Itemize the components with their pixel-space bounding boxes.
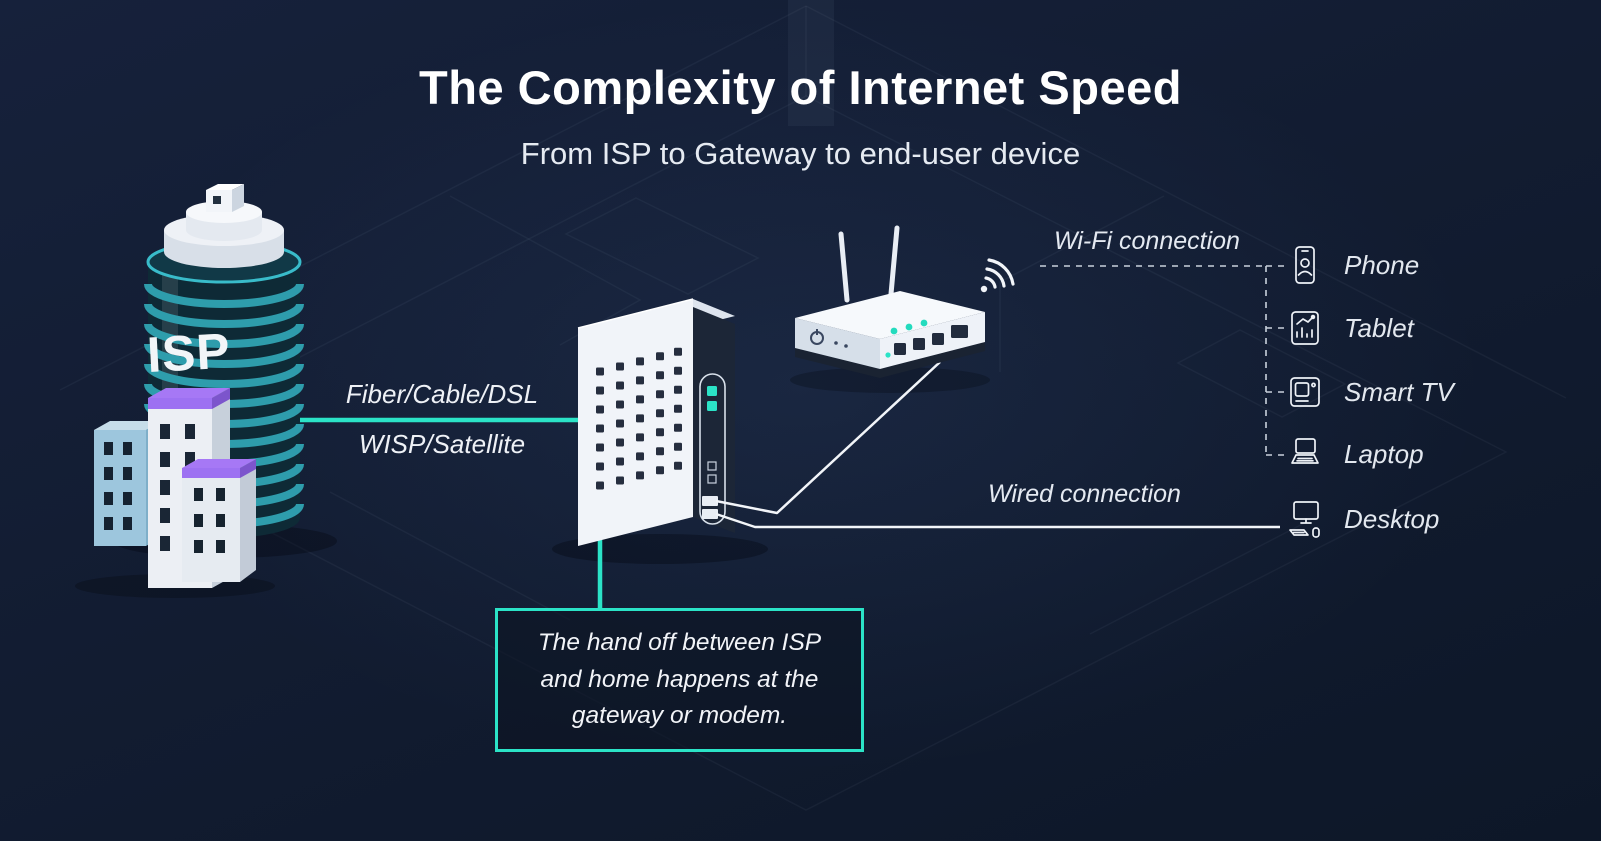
smart-tv-icon bbox=[1290, 377, 1320, 407]
doorway-glow bbox=[788, 0, 834, 126]
gateway-callout-text: The hand off between ISP and home happen… bbox=[537, 628, 822, 730]
power-icon bbox=[810, 329, 824, 345]
isp-building: ISP bbox=[94, 184, 304, 588]
city-buildings bbox=[94, 388, 256, 588]
router-ports bbox=[894, 325, 968, 355]
router-antennas bbox=[838, 225, 900, 303]
wifi-router bbox=[795, 225, 985, 378]
device-label: Phone bbox=[1344, 249, 1420, 280]
device-label: Desktop bbox=[1344, 503, 1440, 534]
phone-icon bbox=[1295, 246, 1315, 284]
device-row-laptop: Laptop bbox=[1283, 432, 1424, 476]
wifi-signal-icon bbox=[980, 258, 1015, 293]
page-title: The Complexity of Internet Speed bbox=[419, 61, 1182, 114]
isp-label: ISP bbox=[146, 323, 232, 383]
desktop-icon bbox=[1289, 501, 1320, 538]
wifi-connection-line bbox=[1040, 265, 1286, 456]
device-label: Laptop bbox=[1344, 438, 1424, 469]
uplink-label-wisp: WISP/Satellite bbox=[358, 429, 526, 459]
device-row-smart-tv: Smart TV bbox=[1283, 370, 1454, 414]
tablet-icon bbox=[1291, 311, 1319, 345]
device-label: Smart TV bbox=[1344, 376, 1454, 407]
wired-connection-label: Wired connection bbox=[988, 480, 1181, 508]
wired-connection-line bbox=[715, 512, 1280, 529]
floorplan-backdrop bbox=[59, 5, 1567, 811]
laptop-icon bbox=[1291, 438, 1319, 464]
device-label: Tablet bbox=[1344, 312, 1414, 343]
device-row-desktop: Desktop bbox=[1283, 497, 1439, 541]
device-row-tablet: Tablet bbox=[1283, 306, 1414, 350]
wifi-connection-label: Wi-Fi connection bbox=[1054, 227, 1240, 255]
modem-router-cable bbox=[715, 361, 941, 515]
uplink-label-fiber: Fiber/Cable/DSL bbox=[345, 379, 539, 409]
device-row-phone: Phone bbox=[1283, 243, 1419, 287]
router-leds bbox=[890, 319, 928, 335]
gateway-callout: The hand off between ISP and home happen… bbox=[495, 608, 864, 752]
page-subtitle: From ISP to Gateway to end-user device bbox=[520, 136, 1081, 171]
gateway-modem bbox=[577, 298, 735, 546]
